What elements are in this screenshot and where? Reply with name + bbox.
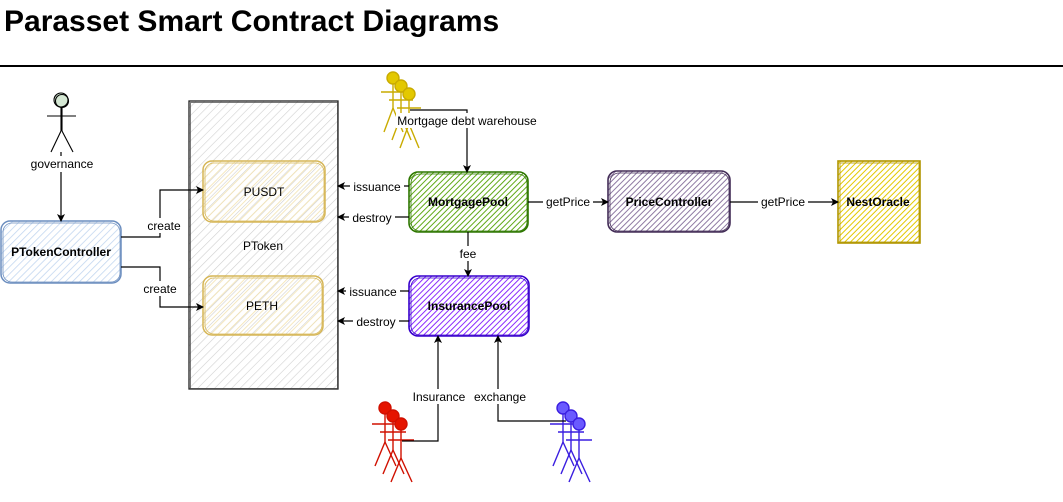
mortgage-pool-node[interactable]: MortgagePool	[408, 171, 529, 233]
edge-insurance-actor	[402, 335, 442, 442]
get-price-1-label: getPrice	[546, 195, 590, 209]
page-title: Parasset Smart Contract Diagrams	[4, 5, 500, 38]
create-peth-label: create	[143, 282, 177, 296]
mortgage-actor-label: Mortgage debt warehouse	[397, 114, 537, 128]
exchange-actor-icon	[550, 401, 592, 483]
ip-issuance-label: issuance	[349, 285, 397, 299]
nest-oracle-node[interactable]: NestOracle	[837, 160, 921, 244]
insurance-pool-label: InsurancePool	[428, 299, 511, 313]
create-pusdt-label: create	[147, 219, 181, 233]
title-divider	[0, 65, 1063, 67]
peth-node[interactable]: PETH	[202, 275, 324, 336]
ptoken-group: PToken	[188, 100, 339, 390]
nest-oracle-label: NestOracle	[846, 195, 910, 209]
pusdt-label: PUSDT	[244, 185, 285, 199]
governance-actor-icon	[47, 92, 76, 153]
get-price-2-label: getPrice	[761, 195, 805, 209]
edge-create-pusdt	[121, 186, 204, 238]
governance-label: governance	[31, 157, 94, 171]
pusdt-node[interactable]: PUSDT	[202, 160, 326, 223]
insurance-pool-node[interactable]: InsurancePool	[408, 275, 530, 337]
insurance-actor-icon	[372, 401, 414, 483]
edge-mortgage-actor	[410, 109, 471, 173]
price-controller-label: PriceController	[626, 195, 713, 209]
exchange-actor-label: exchange	[474, 390, 526, 404]
fee-label: fee	[460, 247, 477, 261]
insurance-actor-label: Insurance	[413, 390, 466, 404]
edge-exchange-actor	[494, 335, 566, 422]
ip-destroy-label: destroy	[356, 315, 395, 329]
ptoken-group-label: PToken	[243, 239, 283, 253]
ptoken-controller-node[interactable]: PTokenController	[0, 220, 122, 284]
mortgage-pool-label: MortgagePool	[428, 195, 508, 209]
peth-label: PETH	[246, 299, 278, 313]
mp-destroy-label: destroy	[352, 211, 391, 225]
ptoken-controller-label: PTokenController	[11, 245, 111, 259]
price-controller-node[interactable]: PriceController	[607, 170, 731, 233]
mp-issuance-label: issuance	[353, 180, 401, 194]
